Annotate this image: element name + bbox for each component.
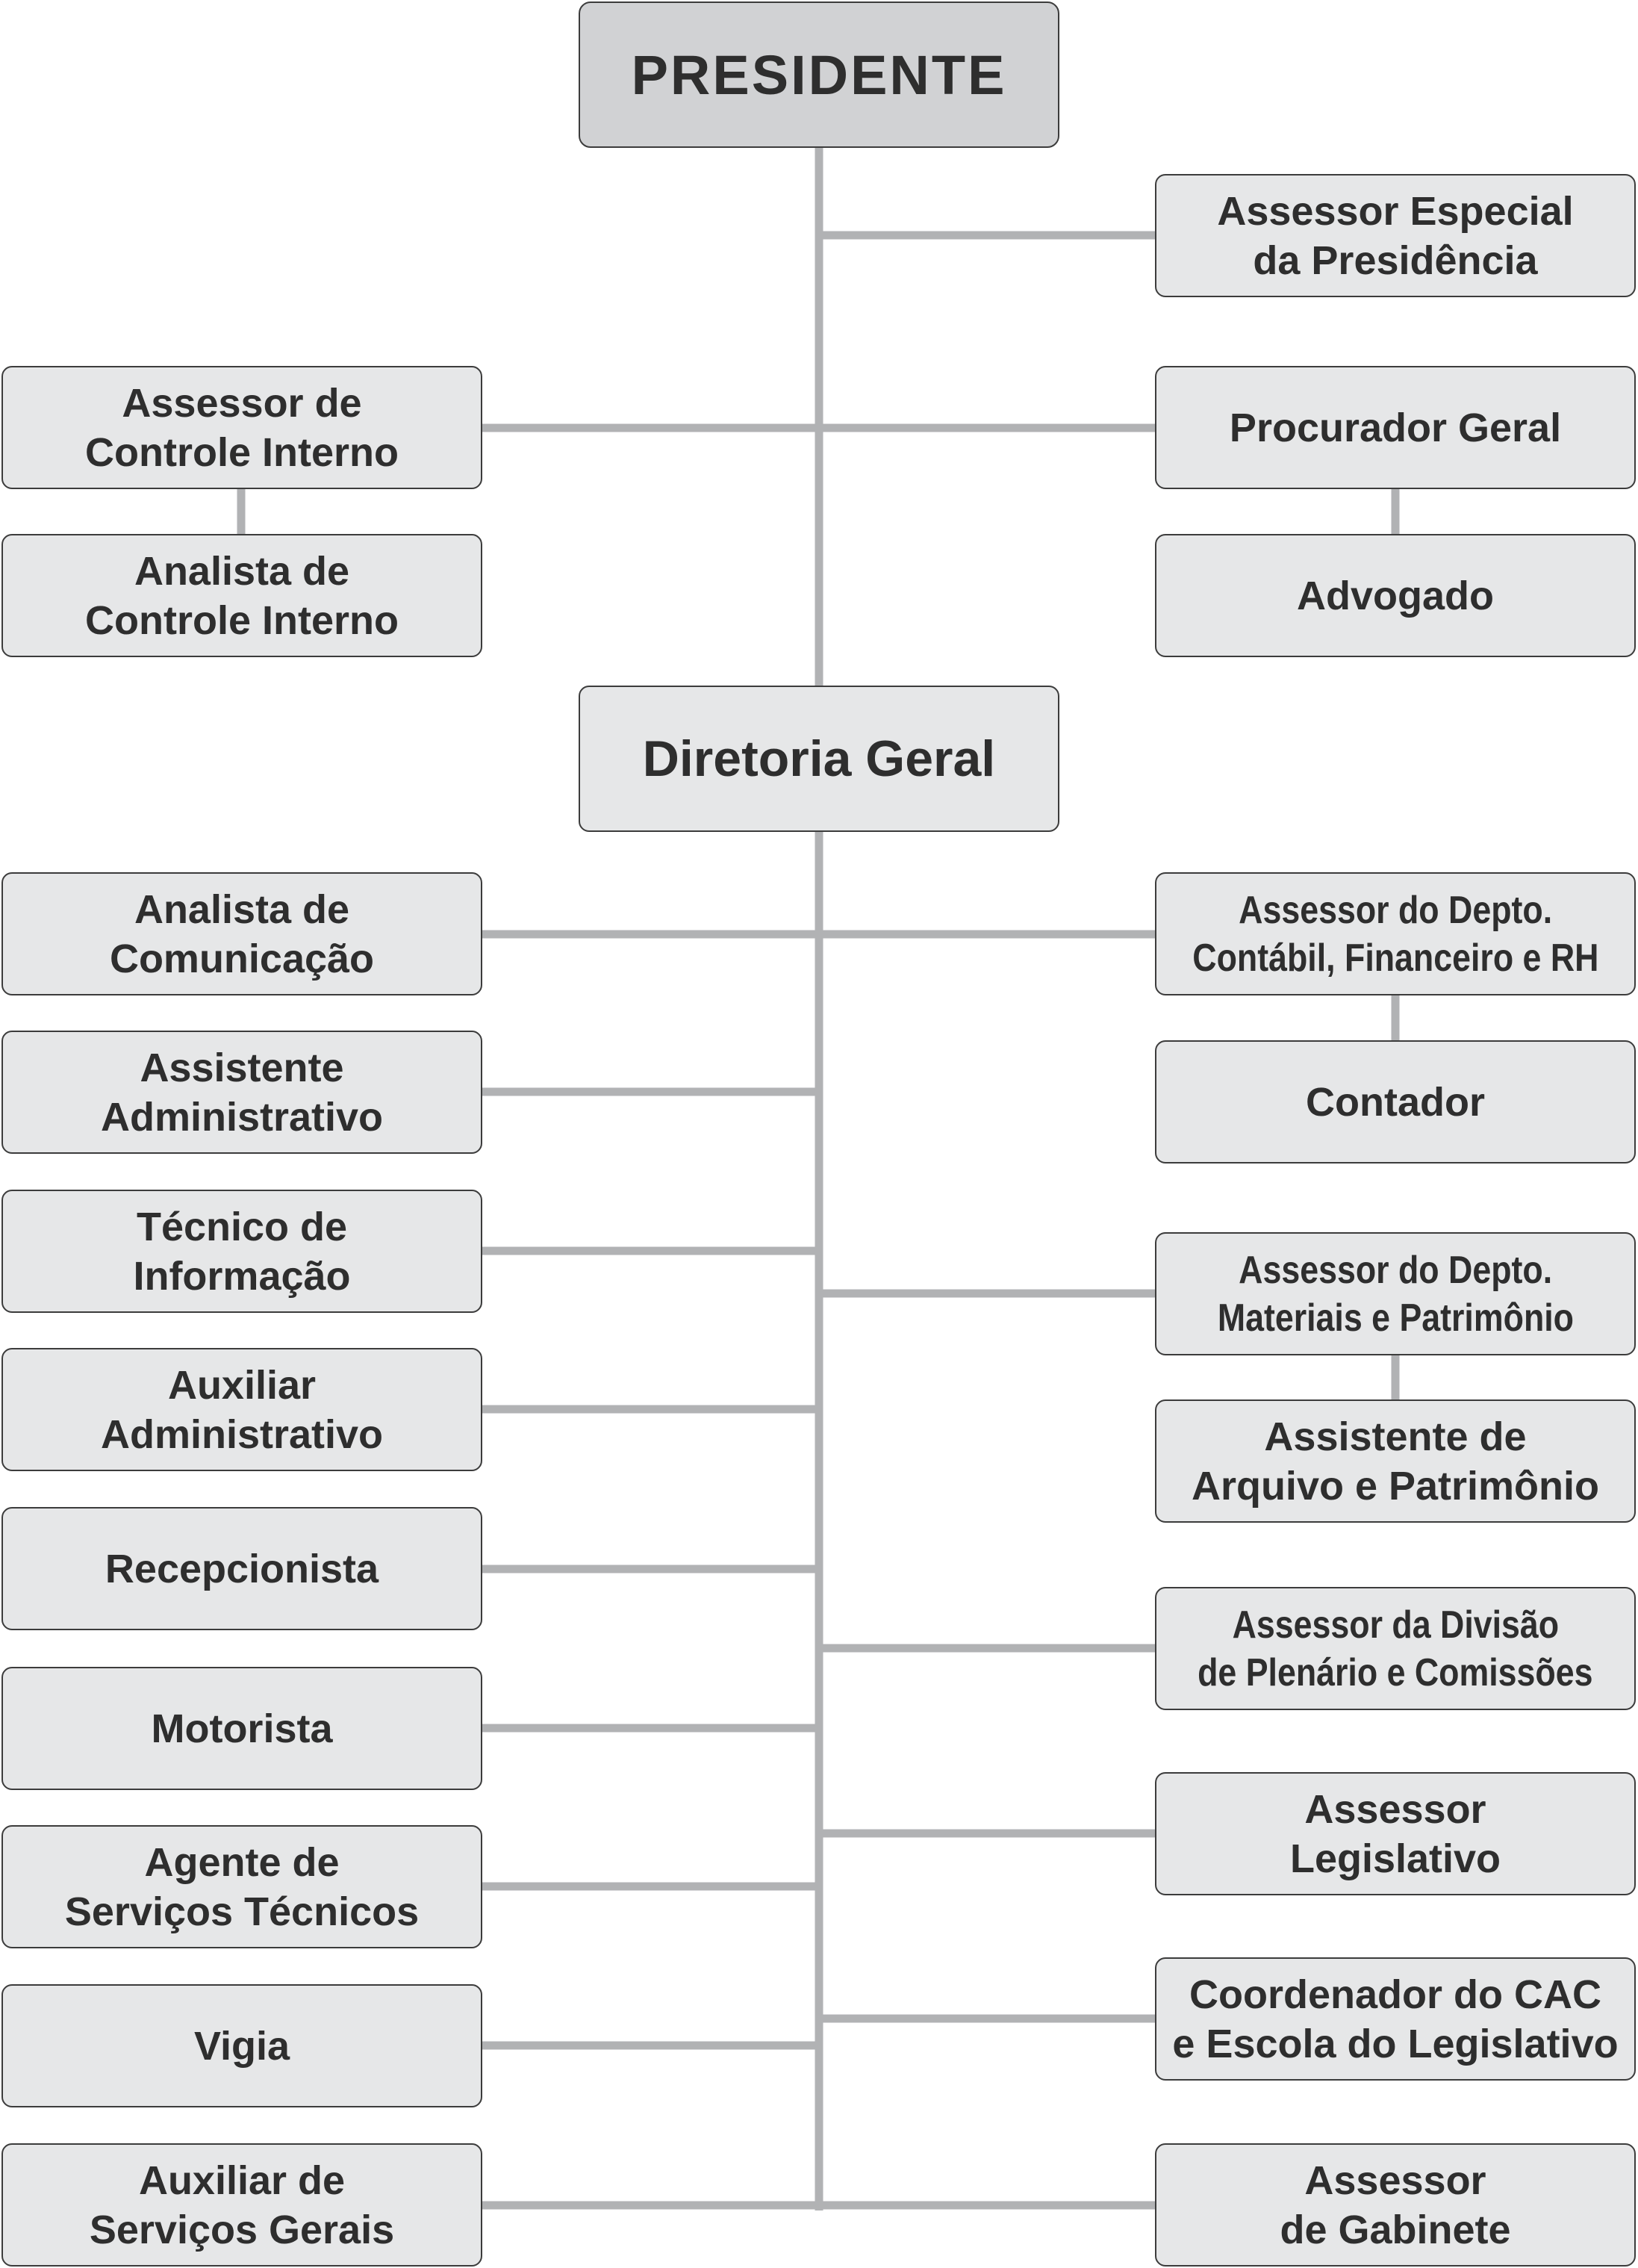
- right-box-contabil: Assessor do Depto. Contábil, Financeiro …: [1155, 872, 1636, 995]
- box-line-2: Materiais e Patrimônio: [1217, 1296, 1574, 1340]
- box-line-2: Contábil, Financeiro e RH: [1192, 936, 1599, 980]
- box-line-1: Analista de: [134, 886, 350, 932]
- box-line-2: Serviços Técnicos: [64, 1889, 420, 1934]
- left-box-assistente-administrativo: Assistente Administrativo: [1, 1031, 482, 1154]
- box-line-1: Assessor: [1304, 2157, 1486, 2203]
- box-line-2: de Plenário e Comissões: [1198, 1650, 1593, 1694]
- box-line-2: Administrativo: [100, 1411, 384, 1457]
- box-line-1: Recepcionista: [105, 1546, 379, 1591]
- diretoria-geral-box: Diretoria Geral: [579, 686, 1059, 832]
- left-box-vigia: Vigia: [1, 1984, 482, 2107]
- box-line-1: Assessor de: [122, 380, 362, 426]
- box-line-2: Serviços Gerais: [89, 2207, 395, 2252]
- left-box-analista-comunicacao: Analista de Comunicação: [1, 872, 482, 995]
- box-line-2: da Presidência: [1253, 237, 1538, 283]
- left-box-auxiliar-administrativo: Auxiliar Administrativo: [1, 1348, 482, 1471]
- box-line-1: Assessor do Depto.: [1239, 888, 1552, 932]
- advogado-box: Advogado: [1155, 534, 1636, 657]
- right-box-legislativo: Assessor Legislativo: [1155, 1772, 1636, 1895]
- box-line-2: Arquivo e Patrimônio: [1191, 1463, 1600, 1509]
- left-box-auxiliar-servicos-gerais: Auxiliar de Serviços Gerais: [1, 2143, 482, 2267]
- right-box-gabinete: Assessor de Gabinete: [1155, 2143, 1636, 2267]
- box-line-1: Auxiliar: [167, 1362, 317, 1408]
- box-line-1: Auxiliar de: [138, 2157, 346, 2203]
- box-line-1: Assessor da Divisão: [1232, 1603, 1559, 1647]
- box-line-2: Legislativo: [1289, 1836, 1501, 1881]
- right-box-contador: Contador: [1155, 1040, 1636, 1163]
- left-box-motorista: Motorista: [1, 1667, 482, 1790]
- box-line-2: Controle Interno: [85, 429, 399, 475]
- box-line-2: de Gabinete: [1280, 2207, 1511, 2252]
- box-line-1: Analista de: [134, 548, 350, 594]
- box-line-1: Técnico de: [136, 1204, 348, 1249]
- assessor-especial-box: Assessor Especial da Presidência: [1155, 174, 1636, 297]
- right-box-plenario: Assessor da Divisão de Plenário e Comiss…: [1155, 1587, 1636, 1710]
- box-line-1: Advogado: [1297, 573, 1494, 618]
- box-line-1: Assessor do Depto.: [1239, 1248, 1552, 1292]
- procurador-geral-box: Procurador Geral: [1155, 366, 1636, 489]
- box-line-1: Assistente: [140, 1045, 344, 1090]
- box-line-1: Assessor Especial: [1217, 188, 1574, 234]
- box-line-1: Agente de: [144, 1839, 340, 1885]
- left-box-tecnico-informacao: Técnico de Informação: [1, 1190, 482, 1313]
- president-box: PRESIDENTE: [579, 1, 1059, 148]
- box-line-2: Controle Interno: [85, 597, 399, 643]
- right-box-arquivo: Assistente de Arquivo e Patrimônio: [1155, 1399, 1636, 1523]
- box-line-1: Assessor: [1304, 1786, 1486, 1832]
- president-label: PRESIDENTE: [631, 43, 1007, 106]
- box-line-2: Comunicação: [109, 936, 375, 981]
- assessor-controle-interno-box: Assessor de Controle Interno: [1, 366, 482, 489]
- analista-controle-interno-box: Analista de Controle Interno: [1, 534, 482, 657]
- diretoria-geral-label: Diretoria Geral: [642, 730, 996, 787]
- left-box-agente-servicos-tecnicos: Agente de Serviços Técnicos: [1, 1825, 482, 1948]
- box-line-2: Administrativo: [100, 1094, 384, 1140]
- box-line-1: Assistente de: [1264, 1414, 1527, 1459]
- right-box-materiais: Assessor do Depto. Materiais e Patrimôni…: [1155, 1232, 1636, 1355]
- box-line-2: e Escola do Legislativo: [1172, 2021, 1619, 2066]
- left-box-recepcionista: Recepcionista: [1, 1507, 482, 1630]
- box-line-2: Informação: [133, 1253, 351, 1299]
- right-box-cac: Coordenador do CAC e Escola do Legislati…: [1155, 1957, 1636, 2081]
- box-line-1: Procurador Geral: [1229, 405, 1562, 450]
- box-line-1: Vigia: [193, 2023, 290, 2069]
- box-line-1: Coordenador do CAC: [1189, 1972, 1601, 2017]
- box-line-1: Motorista: [151, 1706, 333, 1751]
- box-line-1: Contador: [1306, 1079, 1485, 1125]
